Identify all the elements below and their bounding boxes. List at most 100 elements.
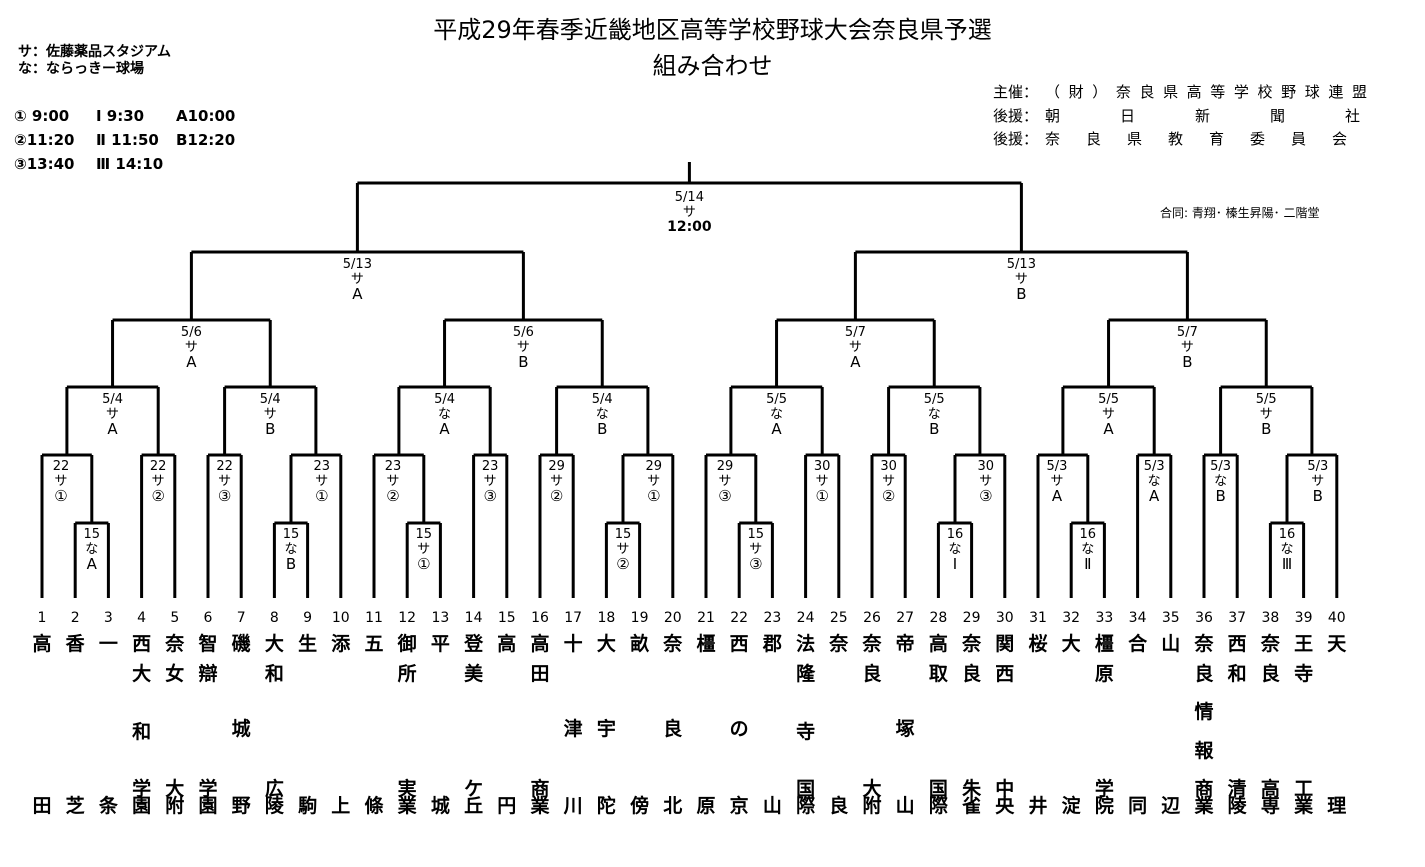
team-name-char: 学	[132, 778, 152, 800]
match-venue: サ	[1180, 340, 1194, 355]
team-name-last-char: 山	[762, 795, 782, 817]
team-name-first-char: 合	[1128, 633, 1148, 655]
team-number: 31	[1029, 610, 1047, 626]
match-date: 5/7	[844, 325, 866, 340]
match-date: 30	[977, 459, 995, 474]
match-time: ①	[417, 555, 431, 573]
team-name-last-char: 上	[331, 795, 351, 817]
team-number: 35	[1161, 610, 1180, 626]
organizer-name: 朝日新聞社	[1045, 107, 1421, 125]
team-number: 5	[170, 610, 180, 626]
match-venue: サ	[1311, 474, 1325, 489]
team-name-first-char: 磯	[231, 633, 251, 655]
team-number: 15	[497, 610, 516, 626]
match-time: ③	[217, 487, 232, 505]
team-number: 28	[929, 610, 948, 626]
match-time: B	[1182, 353, 1193, 371]
match-date: 5/3	[1143, 459, 1165, 474]
match-time: B	[518, 353, 529, 371]
team-name-first-char: 法	[796, 633, 816, 655]
team-name-last-char: 京	[729, 795, 749, 817]
match-time: ①	[647, 487, 661, 505]
match-time: A	[439, 420, 450, 438]
team-name-first-char: 奈	[165, 633, 185, 655]
match-venue: な	[1280, 542, 1294, 557]
team-number: 4	[137, 610, 147, 626]
match-time: ①	[54, 487, 68, 505]
match-venue: な	[85, 542, 99, 557]
team-name-char: 良	[862, 663, 882, 685]
page-title: 平成29年春季近畿地区高等学校野球大会奈良県予選	[433, 16, 992, 44]
match-venue: サ	[483, 474, 497, 489]
match-venue: サ	[386, 474, 400, 489]
team-name-last-char: 川	[563, 795, 583, 817]
team-name-last-char: 円	[497, 795, 517, 817]
team-number: 22	[730, 610, 749, 626]
team-name-first-char: 香	[65, 633, 85, 655]
team-name-char: 商	[530, 778, 550, 800]
match-venue: サ	[1014, 272, 1028, 287]
team-name-first-char: 奈	[1260, 633, 1280, 655]
match-time: A	[352, 285, 363, 303]
team-number: 30	[995, 610, 1014, 626]
team-number: 17	[564, 610, 583, 626]
time-slot: ① 9:00	[14, 107, 70, 125]
team-name-char: の	[729, 718, 749, 740]
team-number: 34	[1128, 610, 1147, 626]
team-name-last-char: 良	[829, 795, 849, 817]
match-venue: サ	[516, 340, 530, 355]
match-venue: な	[770, 407, 784, 422]
match-date: 5/4	[591, 392, 613, 407]
team-name-char: 良	[1194, 663, 1214, 685]
match-time: B	[597, 420, 608, 438]
match-date: 30	[813, 459, 831, 474]
match-time: ②	[151, 487, 165, 505]
team-name-char: ケ	[464, 778, 484, 800]
team-name-char: 良	[663, 718, 683, 740]
team-name-last-char: 城	[430, 795, 450, 817]
venue-legend-na: な：ならっきー球場	[18, 61, 144, 77]
team-name-last-char: 傍	[630, 795, 650, 817]
match-time: B	[265, 420, 276, 438]
match-venue: サ	[647, 474, 661, 489]
time-slot: B12:20	[176, 131, 236, 149]
team-number: 38	[1261, 610, 1280, 626]
match-venue: サ	[315, 474, 329, 489]
team-name-first-char: 高	[32, 633, 52, 655]
match-venue: サ	[616, 542, 630, 557]
team-name-char: 隆	[796, 663, 816, 685]
team-name-last-char: 芝	[65, 795, 85, 817]
organizer-name: 奈良県教育委員会	[1045, 130, 1367, 148]
time-slot: ③13:40	[14, 155, 75, 173]
team-number: 39	[1294, 610, 1313, 626]
team-name-last-char: 際	[928, 795, 948, 817]
team-number: 37	[1228, 610, 1247, 626]
team-name-first-char: 関	[995, 633, 1015, 655]
team-name-first-char: 奈	[829, 633, 849, 655]
team-name-last-char: 辺	[1161, 795, 1181, 817]
match-time: ③	[979, 487, 993, 505]
team-name-first-char: 畝	[630, 633, 650, 655]
team-name-char: 学	[198, 778, 218, 800]
team-number: 25	[829, 610, 848, 626]
match-venue: サ	[718, 474, 732, 489]
team-name-char: 寺	[1294, 663, 1314, 685]
team-name-last-char: 原	[696, 795, 716, 817]
